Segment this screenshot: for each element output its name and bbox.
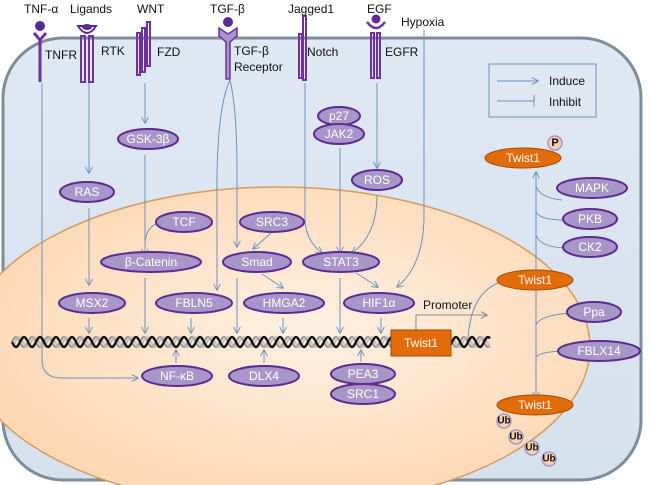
svg-text:p27: p27 [329,109,349,123]
node-stat3: STAT3 [302,251,380,273]
node-jak2: JAK2 [313,123,365,145]
svg-text:HMGA2: HMGA2 [263,296,306,310]
svg-text:PKB: PKB [578,212,602,226]
svg-text:Ub: Ub [509,432,522,443]
node-src3: SRC3 [239,211,305,233]
svg-text:Twist1: Twist1 [518,398,552,412]
node-tcf: TCF [155,211,213,233]
node-ros: ROS [351,169,403,191]
node-pkb: PKB [562,208,618,230]
tnfr-receptor-icon [32,21,48,82]
svg-text:TCF: TCF [172,215,195,229]
svg-text:RAS: RAS [75,185,100,199]
node-msx2: MSX2 [58,292,126,314]
twist1-phosphorylated: Twist1 P [484,135,563,169]
tgf-beta-receptor-label-2: Receptor [234,60,283,74]
node-nfkb: NF-κB [141,365,213,387]
svg-text:MAPK: MAPK [575,181,609,195]
notch-receptor-icon [298,15,307,81]
extracellular-labels: TNF-α Ligands WNT TGF-β Jagged1 EGF Hypo… [24,2,445,29]
twist1-protein: Twist1 [496,269,574,291]
notch-label: Notch [307,45,338,59]
svg-text:Smad: Smad [241,255,272,269]
legend: Induce Inhibit [488,63,597,118]
svg-text:NF-κB: NF-κB [160,369,194,383]
svg-text:GSK-3β: GSK-3β [127,132,170,146]
twist1-ubiquitinated: Twist1 Ub Ub Ub Ub [496,394,574,467]
node-hif1a: HIF1α [343,292,415,314]
node-src1: SRC1 [330,383,396,405]
node-smad: Smad [222,251,292,273]
svg-text:Ub: Ub [497,416,510,427]
jagged1-label: Jagged1 [288,2,334,16]
receptor-labels: TNFR RTK FZD TGF-β Receptor Notch EGFR [45,44,419,74]
svg-text:JAK2: JAK2 [325,127,354,141]
edges [41,30,572,398]
svg-text:DLX4: DLX4 [249,369,279,383]
tgf-beta-receptor-icon [218,17,238,80]
tnf-alpha-label: TNF-α [24,2,58,16]
tnfr-label: TNFR [45,48,77,62]
receptors [32,14,386,83]
svg-text:MSX2: MSX2 [76,296,109,310]
tgf-beta-receptor-label-1: TGF-β [234,44,269,58]
svg-text:CK2: CK2 [578,240,602,254]
rtk-label: RTK [101,44,125,58]
tgf-beta-label: TGF-β [210,2,245,16]
phospho-marker [547,135,563,151]
svg-text:Ub: Ub [542,454,555,465]
svg-text:ROS: ROS [364,173,390,187]
node-ck2: CK2 [562,236,618,258]
svg-text:SRC3: SRC3 [256,215,288,229]
svg-text:HIF1α: HIF1α [363,296,396,310]
node-beta-catenin: β-Catenin [100,251,202,273]
node-mapk: MAPK [556,177,628,199]
wnt-label: WNT [137,2,165,16]
svg-text:FBLN5: FBLN5 [175,296,213,310]
svg-text:Twist1: Twist1 [518,273,552,287]
egfr-receptor-icon [366,14,386,79]
ubiquitin-chain: Ub Ub Ub Ub [496,413,557,467]
node-pea3: PEA3 [330,363,396,385]
svg-text:STAT3: STAT3 [323,255,359,269]
node-fbln5: FBLN5 [155,292,233,314]
node-hmga2: HMGA2 [243,292,325,314]
svg-text:P: P [551,137,558,149]
node-p27: p27 [317,106,361,126]
fzd-receptor-icon [136,21,151,76]
node-ras: RAS [59,181,115,203]
node-fblx14: FBLX14 [557,340,641,362]
rtk-receptor-icon [76,24,98,83]
legend-inhibit-label: Inhibit [549,95,582,109]
svg-text:Ub: Ub [525,443,538,454]
egf-label: EGF [367,2,392,16]
legend-induce-label: Induce [549,74,585,88]
svg-text:Ppa: Ppa [583,305,605,319]
ligands-label: Ligands [70,2,112,16]
egfr-label: EGFR [385,45,419,59]
node-ppa: Ppa [566,301,622,323]
node-dlx4: DLX4 [228,365,300,387]
svg-text:SRC1: SRC1 [347,387,379,401]
twist1-gene: Twist1 [390,329,452,357]
svg-text:PEA3: PEA3 [348,367,379,381]
hypoxia-label: Hypoxia [401,15,445,29]
fzd-label: FZD [157,45,181,59]
svg-text:Twist1: Twist1 [506,151,540,165]
svg-text:FBLX14: FBLX14 [577,344,621,358]
node-gsk3b: GSK-3β [117,128,179,150]
svg-text:Twist1: Twist1 [404,336,438,350]
svg-text:β-Catenin: β-Catenin [125,255,177,269]
promoter-label: Promoter [423,298,472,312]
